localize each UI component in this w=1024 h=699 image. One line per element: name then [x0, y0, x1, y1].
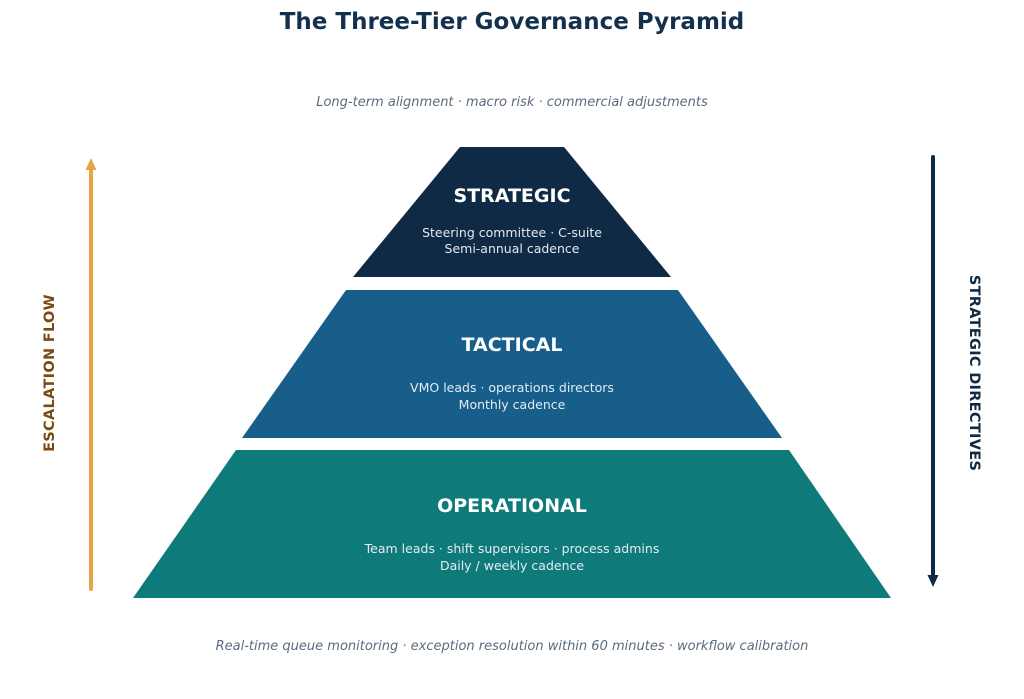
- diagram-title: The Three-Tier Governance Pyramid: [280, 9, 745, 35]
- tier-strategic: STRATEGIC Steering committee · C-suite S…: [353, 147, 671, 277]
- tier-strategic-shape: [353, 147, 671, 277]
- tier-tactical-shape: [242, 290, 782, 438]
- tier-tactical-line-2: Monthly cadence: [459, 397, 566, 412]
- tier-operational-line-1: Team leads · shift supervisors · process…: [364, 541, 660, 556]
- tier-tactical-title: TACTICAL: [462, 334, 563, 356]
- tier-operational-title: OPERATIONAL: [437, 495, 587, 517]
- tier-operational-shape: [133, 450, 891, 598]
- tier-tactical: TACTICAL VMO leads · operations director…: [242, 290, 782, 438]
- arrow-down-icon: [927, 575, 939, 587]
- directives-arrow: STRATEGIC DIRECTIVES: [927, 155, 982, 587]
- tier-operational-line-2: Daily / weekly cadence: [440, 558, 584, 573]
- escalation-arrow: ESCALATION FLOW: [42, 158, 97, 591]
- tier-operational: OPERATIONAL Team leads · shift superviso…: [133, 450, 891, 598]
- tier-tactical-line-1: VMO leads · operations directors: [410, 380, 614, 395]
- arrow-up-icon: [85, 158, 97, 170]
- bottom-note: Real-time queue monitoring · exception r…: [216, 639, 809, 654]
- strategic-directives-label: STRATEGIC DIRECTIVES: [966, 275, 982, 471]
- tier-strategic-line-2: Semi-annual cadence: [445, 241, 580, 256]
- tier-strategic-title: STRATEGIC: [453, 185, 570, 207]
- escalation-flow-label: ESCALATION FLOW: [42, 294, 58, 452]
- tier-strategic-line-1: Steering committee · C-suite: [422, 225, 602, 240]
- top-note: Long-term alignment · macro risk · comme…: [316, 95, 708, 110]
